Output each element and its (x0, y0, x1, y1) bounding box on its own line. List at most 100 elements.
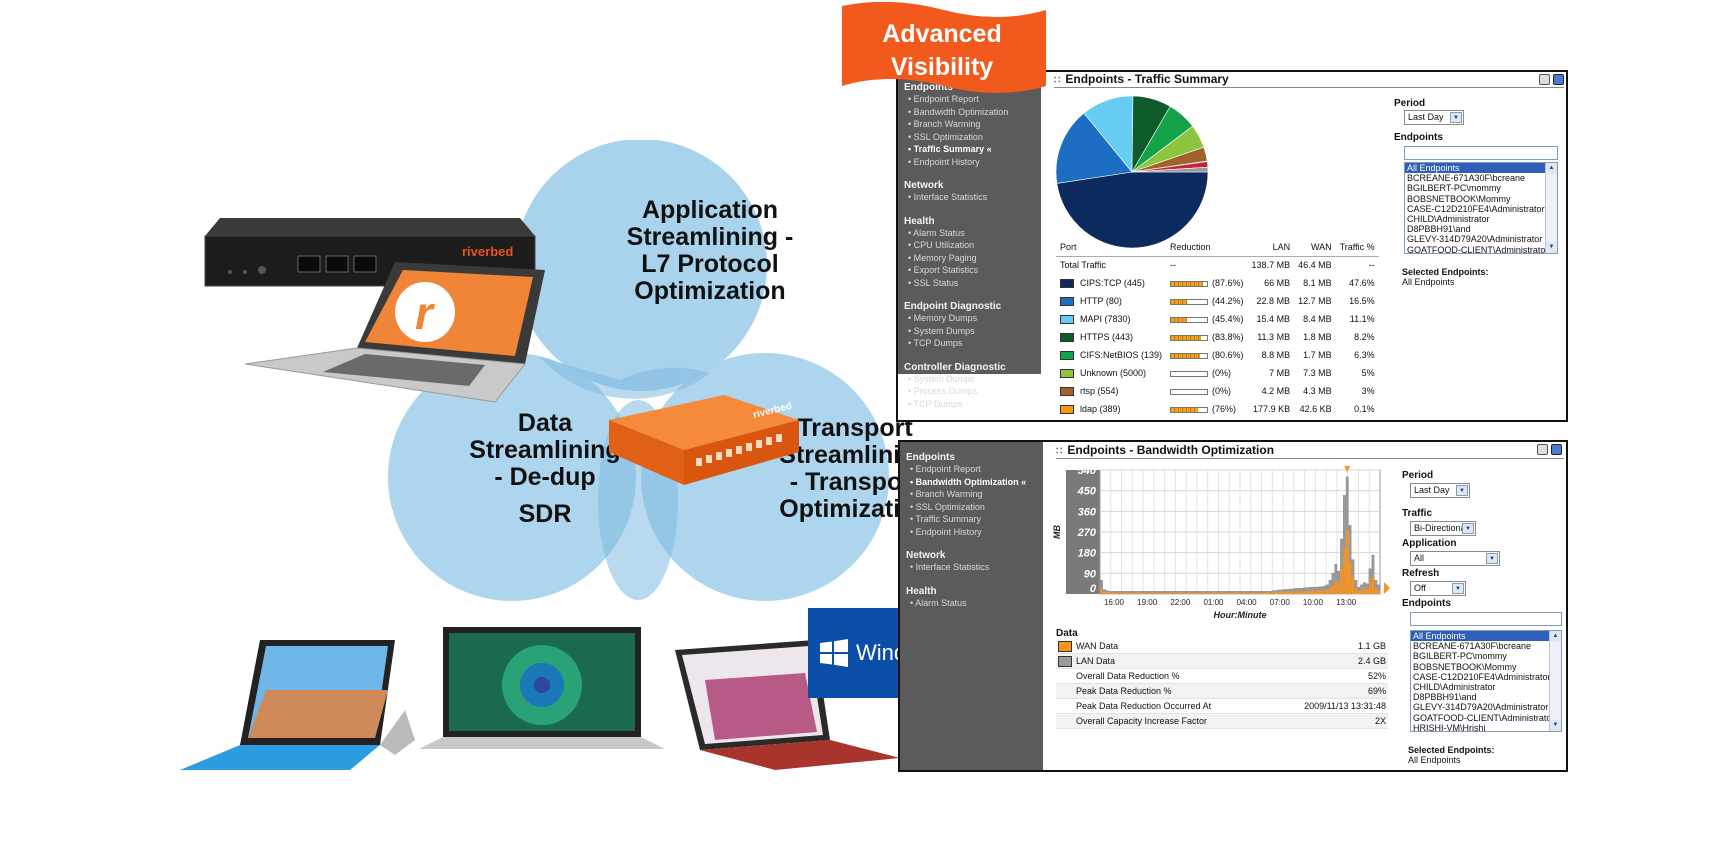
traffic-nav-item[interactable]: • Bandwidth Optimization (908, 106, 1009, 117)
wan-bar[interactable] (1217, 592, 1220, 594)
wan-bar[interactable] (1314, 590, 1318, 594)
traffic-nav-item[interactable]: • System Dumps (908, 325, 975, 336)
wan-bar[interactable] (1300, 591, 1303, 594)
wan-bar[interactable] (1123, 592, 1126, 594)
traffic-nav-item[interactable]: • CPU Utilization (908, 240, 975, 250)
listbox-scrollbar[interactable]: ▲▼ (1545, 163, 1557, 253)
wan-bar[interactable] (1274, 592, 1278, 594)
help-icon[interactable] (1537, 444, 1548, 455)
wan-bar[interactable] (1377, 589, 1380, 594)
wan-bar[interactable] (1106, 592, 1109, 594)
wan-bar[interactable] (1223, 592, 1226, 594)
wan-bar[interactable] (1246, 592, 1249, 594)
endpoint-list-item[interactable]: BOBSNETBOOK\Mommy (1407, 193, 1511, 204)
wan-bar[interactable] (1326, 589, 1329, 594)
wan-bar[interactable] (1354, 587, 1358, 594)
endpoint-list-item[interactable]: All Endpoints (1405, 163, 1545, 174)
endpoint-filter-input[interactable] (1410, 612, 1562, 626)
wan-bar[interactable] (1206, 592, 1209, 594)
wan-bar[interactable] (1251, 592, 1255, 594)
wan-bar[interactable] (1280, 591, 1283, 594)
wan-bar[interactable] (1114, 592, 1118, 594)
endpoint-filter-input[interactable] (1404, 146, 1558, 160)
endpoint-list-item[interactable]: GOATFOOD-CLIENT\Administrator (1407, 244, 1549, 254)
wan-bar[interactable] (1146, 592, 1149, 594)
wan-bar[interactable] (1363, 588, 1366, 594)
wan-bar[interactable] (1348, 561, 1352, 594)
wan-bar[interactable] (1374, 587, 1378, 594)
wan-bar[interactable] (1140, 592, 1143, 594)
traffic-nav-item[interactable]: • Alarm Status (908, 227, 965, 238)
wan-bar[interactable] (1248, 592, 1252, 594)
wan-bar[interactable] (1371, 575, 1375, 594)
wan-bar[interactable] (1254, 592, 1258, 594)
period-select[interactable]: Last Day▼ (1404, 110, 1464, 125)
wan-bar[interactable] (1166, 592, 1169, 594)
wan-bar[interactable] (1226, 592, 1229, 594)
endpoint-list-item[interactable]: CHILD\Administrator (1407, 214, 1490, 225)
traffic-nav-item[interactable]: • Endpoint Report (908, 94, 979, 104)
wan-bar[interactable] (1277, 591, 1280, 594)
traffic-nav-item[interactable]: • System Dumps (908, 373, 975, 384)
wan-bar[interactable] (1220, 592, 1223, 594)
wan-bar[interactable] (1334, 580, 1338, 594)
endpoint-list-item[interactable]: BCREANE-671A30F\bcreane (1407, 173, 1526, 184)
endpoint-list-item[interactable]: D8PBBH91\and (1413, 692, 1477, 703)
wan-bar[interactable] (1331, 584, 1335, 594)
endpoint-list-item[interactable]: HRISHI-VM\Hrishi (1413, 722, 1486, 732)
traffic-select[interactable]: Bi-Directional▼ (1410, 521, 1476, 536)
wan-bar[interactable] (1211, 592, 1215, 594)
peak-marker-icon[interactable] (1344, 466, 1351, 472)
table-row[interactable]: nfs (2049)(29.9%)103.2 KB72.2 KB0% (1056, 418, 1379, 420)
traffic-nav-item[interactable]: • Branch Warming (908, 119, 981, 129)
wan-bar[interactable] (1128, 592, 1132, 594)
endpoint-list-item[interactable]: BOBSNETBOOK\Mommy (1413, 661, 1517, 672)
wan-bar[interactable] (1157, 592, 1160, 594)
wan-bar[interactable] (1303, 591, 1306, 594)
wan-bar[interactable] (1257, 592, 1260, 594)
listbox-scrollbar[interactable]: ▲▼ (1549, 631, 1561, 731)
wan-bar[interactable] (1214, 592, 1218, 594)
wan-bar[interactable] (1186, 592, 1189, 594)
wan-bar[interactable] (1174, 592, 1178, 594)
wan-bar[interactable] (1328, 588, 1332, 594)
wan-bar[interactable] (1320, 590, 1323, 594)
wan-bar[interactable] (1108, 592, 1112, 594)
wan-bar[interactable] (1317, 590, 1320, 594)
col-lan[interactable]: LAN (1247, 238, 1295, 257)
wan-bar[interactable] (1163, 592, 1166, 594)
bandwidth-nav-item[interactable]: • Branch Warming (910, 489, 983, 499)
wan-bar[interactable] (1151, 592, 1155, 594)
application-select[interactable]: All▼ (1410, 551, 1500, 566)
traffic-nav-item[interactable]: • Endpoint History (908, 156, 980, 167)
traffic-nav-item[interactable]: • Export Statistics (908, 265, 979, 275)
pie-slice[interactable] (1056, 171, 1209, 249)
bandwidth-nav-item[interactable]: • Interface Statistics (910, 562, 990, 572)
wan-bar[interactable] (1288, 591, 1292, 594)
wan-bar[interactable] (1240, 592, 1243, 594)
wan-bar[interactable] (1297, 591, 1300, 594)
wan-bar[interactable] (1137, 592, 1140, 594)
scroll-up-icon[interactable]: ▲ (1550, 631, 1561, 642)
traffic-nav-item[interactable]: • Memory Dumps (908, 313, 978, 323)
wan-bar[interactable] (1291, 591, 1295, 594)
wan-bar[interactable] (1351, 577, 1355, 594)
wan-bar[interactable] (1283, 591, 1286, 594)
col-reduction[interactable]: Reduction (1166, 238, 1248, 257)
traffic-nav-item[interactable]: • Interface Statistics (908, 192, 988, 202)
wan-bar[interactable] (1154, 592, 1158, 594)
pie-slice[interactable] (1131, 166, 1209, 173)
scroll-down-icon[interactable]: ▼ (1546, 242, 1557, 253)
endpoint-list-item[interactable]: CHILD\Administrator (1413, 682, 1496, 693)
wan-bar[interactable] (1231, 592, 1235, 594)
wan-bar[interactable] (1357, 590, 1360, 594)
wan-bar[interactable] (1134, 592, 1138, 594)
